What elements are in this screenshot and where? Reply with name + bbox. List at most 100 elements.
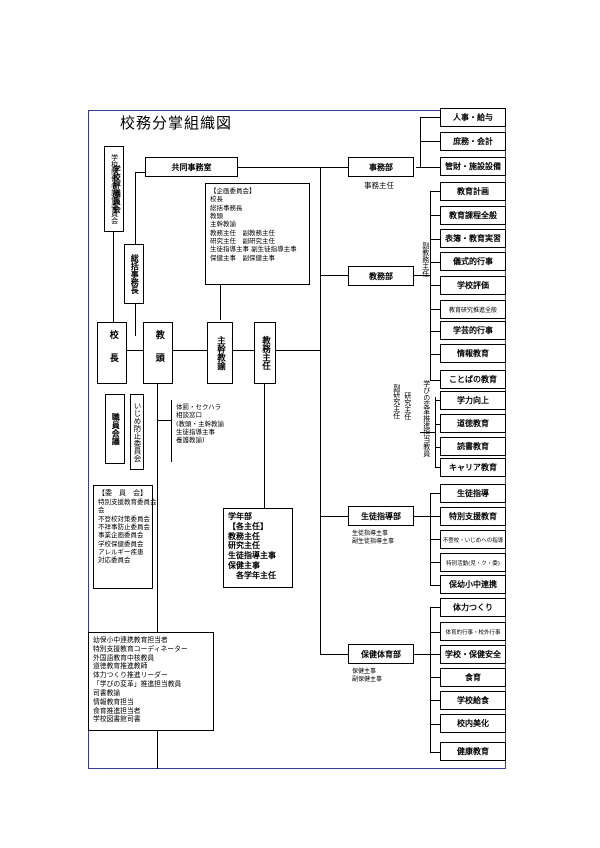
iinkai-member: 特別支援教育委員会 [98,497,157,506]
duty-box: 学校給食 [440,691,506,710]
kyoto-box: 教頭 [143,322,173,384]
shukan-box: 主幹教諭 [207,322,233,384]
duty-box: ことばの教育 [440,370,506,389]
iinkai-member: 事業企画委員会 [98,531,144,540]
tanto-member: 「学びの変革」推進担当教員 [93,680,182,689]
iinkai-title: 【委 員 会】 [98,489,147,497]
duty-box: 校内美化 [440,714,506,733]
connector [414,654,430,655]
kikaku-member: 研究主任 副研究主任 [210,236,275,245]
seito-sub-label: 生徒指導主事 副生徒指導主事 [352,530,395,545]
kyodo-jimushitsu-box: 共同事務室 [145,157,238,177]
seito-dept-box: 生徒指導部 [348,506,414,526]
kyomu-side-label: 副教務主任 [421,242,430,277]
duty-box: 教育課程全般 [440,206,506,225]
tanto-member: 外国語教育中核教員 [93,653,155,662]
taibatsu-line: 養護教諭) [176,436,205,445]
duty-box: 不登校・いじめへの指導 [440,530,506,549]
duty-box: 教育研究推進全般 [440,300,506,319]
duty-box: 学校評価 [440,276,506,295]
kyomu-side-label: 研究主任 [403,392,412,420]
duty-box: 体育的行事・校外行事 [440,622,506,641]
tanto-member: 司書教諭 [93,688,121,697]
duty-box: 表簿・教育実習 [440,229,506,248]
kikaku-member: 保健主事 副保健主事 [210,253,275,262]
gakunen-line: 保健主事 [228,560,260,570]
hyoka-council-label: 学校評議員会 [112,165,122,213]
duty-box: 庶務・会計 [440,132,506,151]
connector [416,167,421,168]
kyomu-side-label: 学びの変革推進担当教員 [422,380,431,457]
connector [414,516,430,517]
connector [320,275,348,276]
connector [320,167,321,654]
kikaku-member: 主幹教諭 [210,220,236,229]
hoken-dept-box: 保健体育部 [348,644,414,664]
iinkai-member: 対応委員会 [98,556,131,565]
taibatsu-line: 体罰・セクハラ [176,403,222,411]
duty-box: 生徒指導 [440,484,506,503]
kyomu-side-label: 副研究主任 [392,384,401,419]
jimu-dept-box: 事務部 [348,157,414,177]
kikaku-member: 校長 [210,195,223,204]
duty-box: 食育 [440,668,506,687]
tanto-member: 学校図書館司書 [93,715,141,724]
kikaku-committee-box: 【企画委員会】 校長総括事務長教頭主幹教諭教務主任 副教務主任研究主任 副研究主… [205,183,310,285]
kikaku-title: 【企画委員会】 [210,187,256,195]
tanto-box: 幼保小中連携教育担当者特別支援教育コーディネーター外国語教育中核教員道徳教育推進… [88,632,214,731]
page-title: 校務分掌組織図 [120,114,233,132]
duty-box: 教育計画 [440,182,506,201]
duty-box: 学校・保健安全 [440,645,506,664]
connector [420,117,421,167]
gakunen-line: 学年部 [228,512,252,521]
iinkai-box: 【委 員 会】 特別支援教育委員会会不登校対策委員会不祥事防止委員会事業企画委員… [93,485,157,589]
tanto-member: 食育推進担当者 [93,706,141,715]
gakunen-box: 学年部【各主任】教務主任研究主任生徒指導主事保健主事 各学年主任 [223,508,293,588]
duty-box: 道徳教育 [440,414,506,433]
tanto-member: 特別支援教育コーディネーター [93,644,188,653]
kikaku-member: 総括事務長 [210,203,243,212]
duty-box: 情報教育 [440,344,506,363]
kikaku-member: 生徒指導主事 副生徒指導主事 [210,245,297,254]
connector [135,172,136,255]
duty-box: 保幼小中連携 [440,575,506,594]
hyoka-committee-box: 学校関係者評価委員会 [104,146,124,232]
tanto-member: 幼保小中連携教育担当者 [93,636,168,644]
duty-box: 人事・給与 [440,108,506,127]
connector [157,384,158,769]
taibatsu-line: (教頭・主幹教諭 [176,419,225,428]
connector [430,607,431,752]
iinkai-member: 不登校対策委員会 [98,514,150,523]
duty-box: 読書教育 [440,437,506,456]
kyomu-shunin-box: 教務主任 [254,322,276,384]
tanto-member: 情報教育担当 [93,697,134,706]
connector [264,384,265,508]
tanto-member: 道徳教育推進教師 [93,662,148,671]
duty-box: 体力つくり [440,598,506,617]
iinkai-member: アレルギー疾患 [98,547,144,556]
shokuin-kaigi-box: 職員会議 [105,394,125,464]
taibatsu-line: 生徒指導主事 [176,427,215,436]
kikaku-member: 教務主任 副教務主任 [210,228,275,237]
connector [157,420,171,421]
duty-box: 特別活動(児・ク・委) [440,553,506,572]
duty-box: 儀式的行事 [440,252,506,271]
ijime-box: いじめ防止委員会 [130,394,144,470]
duty-box: 管財・施設設備 [440,157,506,176]
connector [320,654,348,655]
duty-box: 健康教育 [440,742,506,761]
connector [435,397,436,467]
iinkai-member: 会 [98,506,105,515]
tanto-member: 体力つくり推進リーダー [93,671,168,680]
connector [135,172,145,173]
kyomu-dept-box: 教務部 [348,266,414,286]
gakunen-line: 研究主任 [228,541,260,551]
gakunen-line: 教務主任 [228,531,260,541]
hoken-sub-label: 保健主事 副保健主事 [352,668,383,683]
iinkai-member: 不祥事防止委員会 [98,522,150,531]
gakunen-line: 【各主任】 [228,521,268,531]
gakunen-line: 生徒指導主事 [228,551,276,560]
connector [420,432,435,433]
connector [113,232,114,322]
duty-box: 特別支援教育 [440,507,506,526]
